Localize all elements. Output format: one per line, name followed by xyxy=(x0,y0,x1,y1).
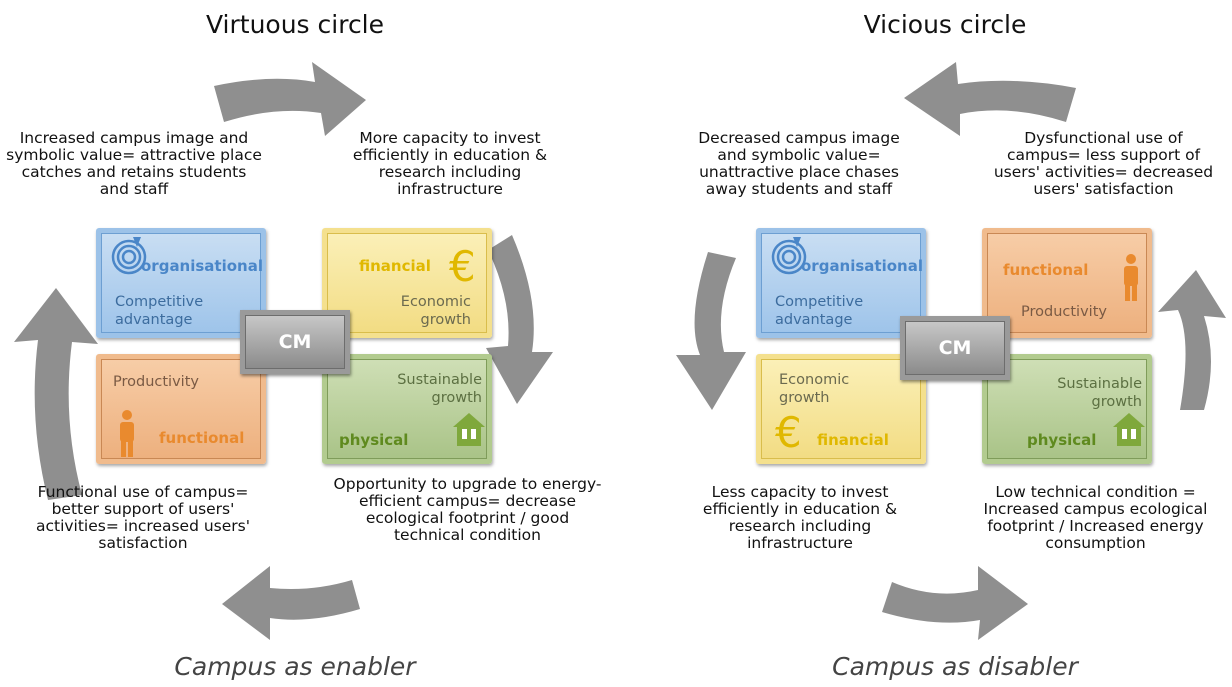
campus-as-enabler-caption: Campus as enabler xyxy=(174,652,416,681)
target-icon xyxy=(111,237,147,275)
virtuous-circle-title: Virtuous circle xyxy=(205,10,385,39)
cm-center-box: CM xyxy=(240,310,350,374)
description-top-left: Decreased campus image and symbolic valu… xyxy=(698,129,900,198)
financial-box: financial € Economic growth xyxy=(322,228,492,338)
functional-box: Productivity functional xyxy=(96,354,266,464)
functional-box: functional Productivity xyxy=(982,228,1152,338)
cm-center-box: CM xyxy=(900,316,1010,380)
financial-label: financial xyxy=(817,431,889,449)
functional-label: functional xyxy=(1003,261,1089,279)
person-icon xyxy=(1124,254,1138,301)
description-bottom-right: Low technical condition = Increased camp… xyxy=(983,483,1208,552)
campus-as-disabler-caption: Campus as disabler xyxy=(832,652,1078,681)
svg-text:€: € xyxy=(775,408,802,457)
physical-label: physical xyxy=(339,431,409,449)
description-bottom-left: Less capacity to invest efficiently in e… xyxy=(702,483,898,552)
description-top-left: Increased campus image and symbolic valu… xyxy=(6,129,262,198)
description-bottom-left: Functional use of campus= better support… xyxy=(35,483,251,552)
description-top-right: Dysfunctional use of campus= less suppor… xyxy=(993,129,1214,198)
vicious-circle-title: Vicious circle xyxy=(863,10,1027,39)
competitive-advantage-label: Competitive advantage xyxy=(115,294,204,328)
productivity-label: Productivity xyxy=(113,374,199,390)
competitive-advantage-label: Competitive advantage xyxy=(775,294,864,328)
organisational-box: organisational Competitive advantage xyxy=(756,228,926,338)
sustainable-growth-label: Sustainable growth xyxy=(1057,376,1142,410)
organisational-label: organisational xyxy=(801,257,923,275)
svg-text:€: € xyxy=(449,242,476,291)
organisational-box: organisational Competitive advantage xyxy=(96,228,266,338)
physical-label: physical xyxy=(1027,431,1097,449)
euro-icon: € xyxy=(449,242,476,291)
house-icon xyxy=(1113,413,1145,446)
sustainable-growth-label: Sustainable growth xyxy=(397,372,482,406)
description-bottom-right: Opportunity to upgrade to energy-efficie… xyxy=(333,475,602,544)
productivity-label: Productivity xyxy=(1021,304,1107,320)
economic-growth-label: Economic growth xyxy=(779,372,850,406)
financial-box: Economic growth € financial xyxy=(756,354,926,464)
financial-label: financial xyxy=(359,257,431,275)
description-top-right: More capacity to invest efficiently in e… xyxy=(352,129,548,198)
organisational-label: organisational xyxy=(141,257,263,275)
person-icon xyxy=(120,410,134,457)
target-icon xyxy=(771,237,807,275)
physical-box: Sustainable growth physical xyxy=(322,354,492,464)
physical-box: Sustainable growth physical xyxy=(982,354,1152,464)
euro-icon: € xyxy=(775,408,802,457)
economic-growth-label: Economic growth xyxy=(400,294,471,328)
functional-label: functional xyxy=(159,429,245,447)
house-icon xyxy=(453,413,485,446)
